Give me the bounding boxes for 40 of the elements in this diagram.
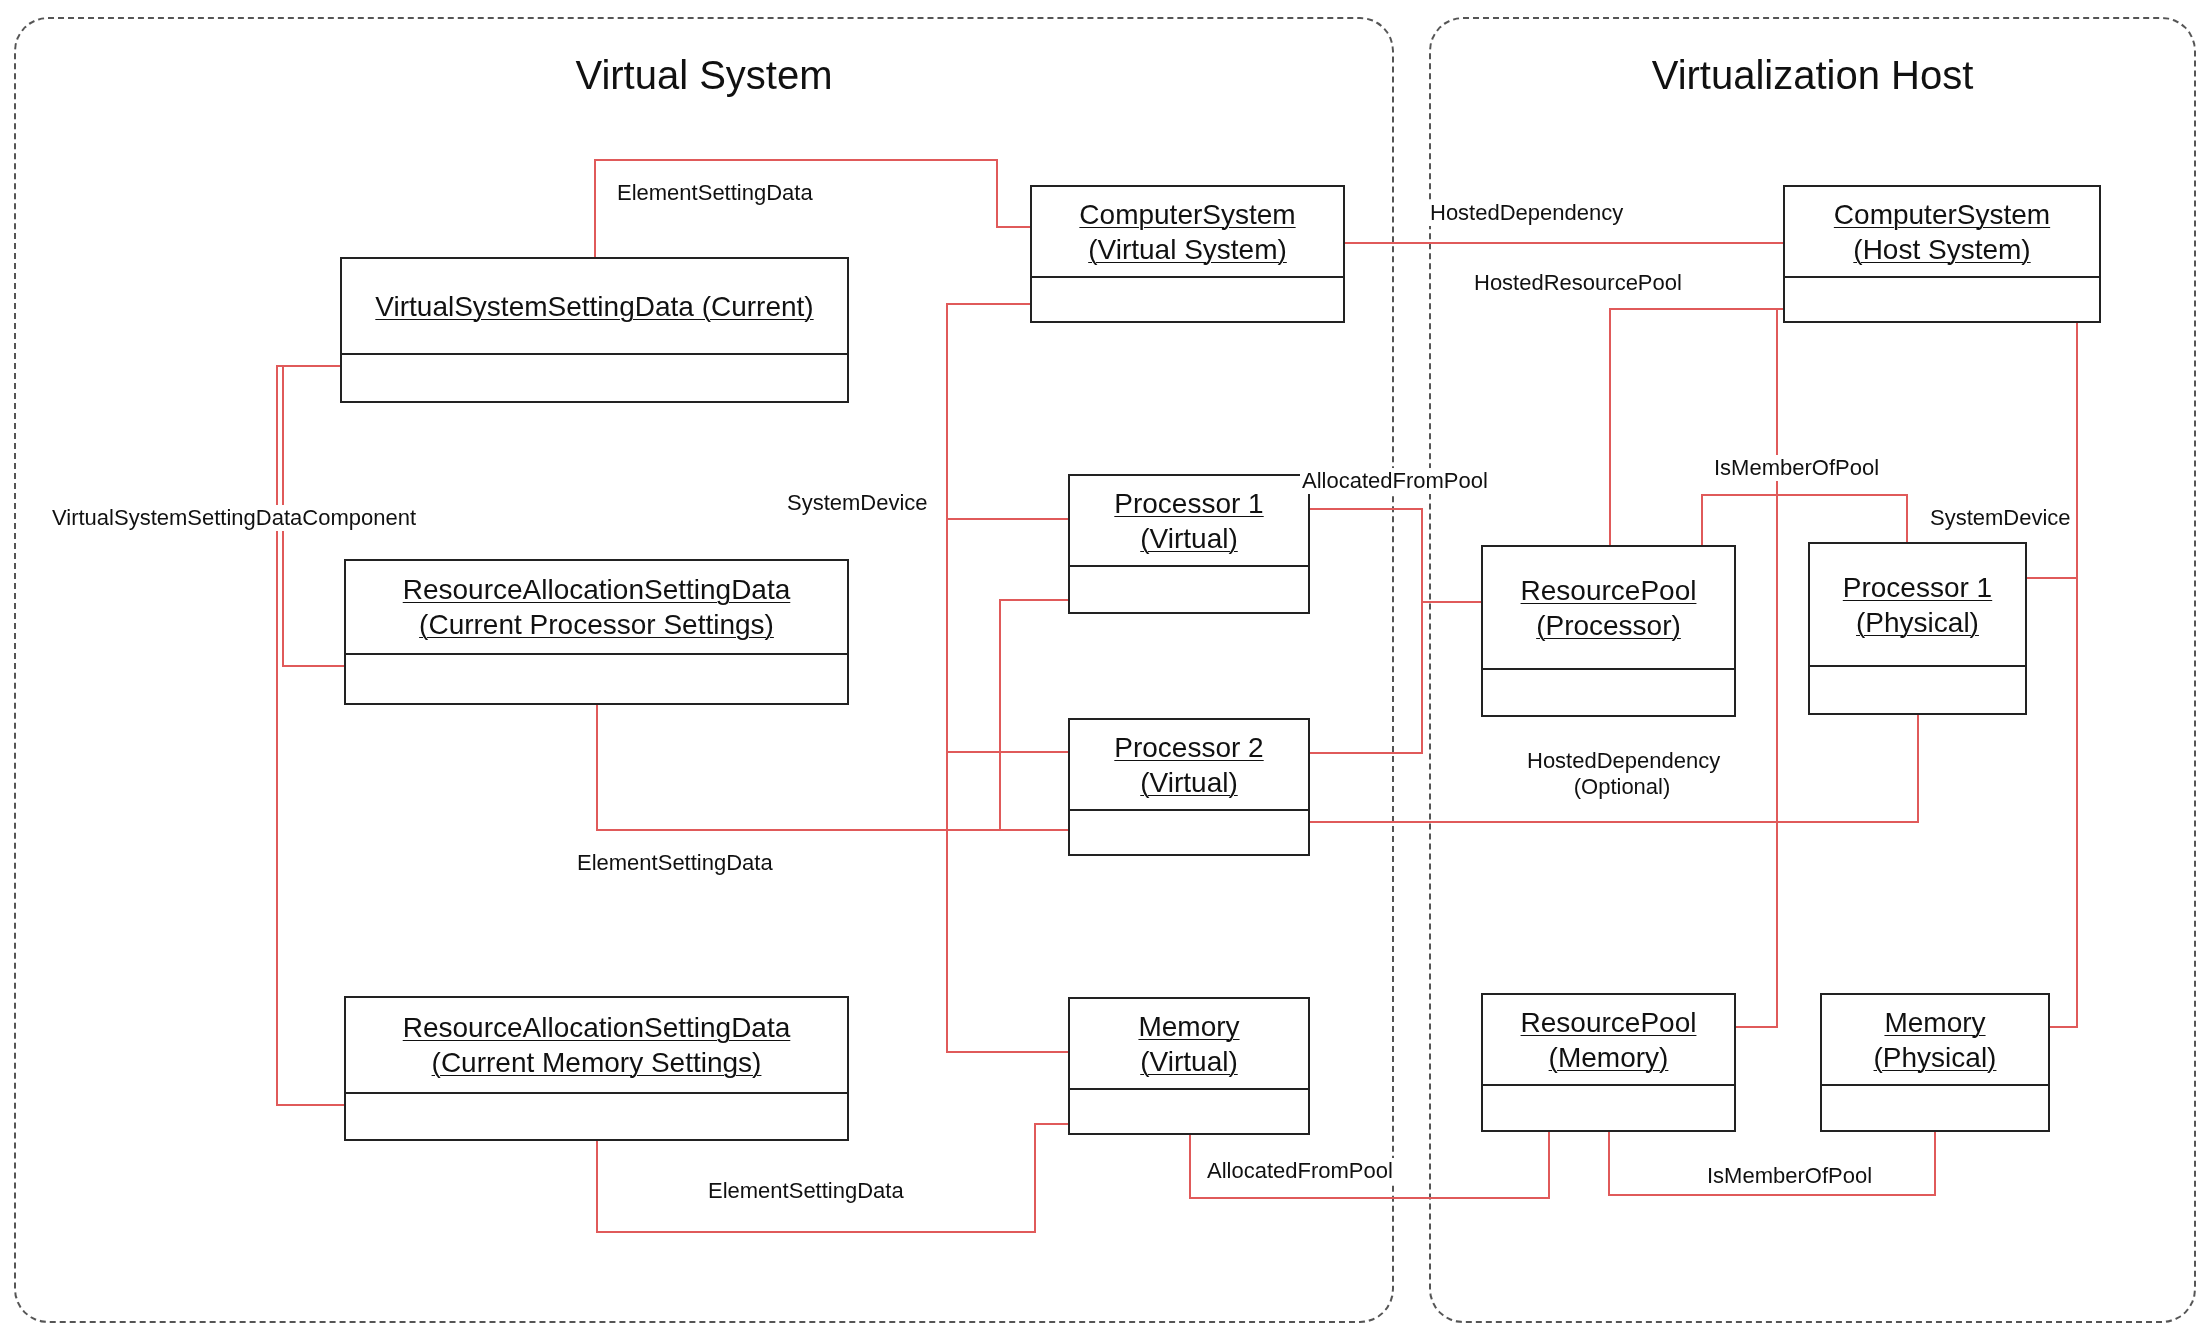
class-name: Memory (Virtual): [1137, 1009, 1241, 1079]
class-box: [1820, 993, 2050, 1132]
association-line: [596, 1123, 1069, 1233]
edge-label: AllocatedFromPool: [1205, 1158, 1395, 1185]
class-box: [1068, 718, 1310, 856]
region-title: Virtualization Host: [1651, 53, 1974, 98]
class-box: [340, 257, 849, 403]
association-line: [594, 159, 1031, 258]
edge-label: VirtualSystemSettingDataComponent: [50, 505, 418, 532]
class-name: ComputerSystem (Host System): [1832, 197, 2052, 267]
class-name: ResourcePool (Processor): [1519, 573, 1698, 643]
class-box: [344, 996, 849, 1141]
class-name: ResourceAllocationSettingData (Current Memory Settings): [401, 1011, 792, 1080]
association-line: [1309, 714, 1919, 823]
class-box: [344, 559, 849, 705]
association-line: [1701, 494, 1908, 546]
association-line: [1309, 601, 1482, 754]
class-box: [1068, 997, 1310, 1135]
association-line: [276, 365, 345, 1106]
association-line: [1189, 1131, 1550, 1199]
class-name: VirtualSystemSettingData (Current): [375, 289, 814, 324]
association-line: [282, 365, 345, 667]
edge-label: AllocatedFromPool: [1300, 468, 1490, 495]
edge-label: HostedDependency: [1428, 200, 1626, 227]
region-title: Virtual System: [575, 53, 833, 98]
class-box: [1030, 185, 1345, 323]
class-name: Processor 1 (Virtual): [1113, 486, 1265, 556]
class-name: Processor 2 (Virtual): [1113, 730, 1265, 800]
class-box: [1783, 185, 2101, 323]
class-name: ComputerSystem (Virtual System): [1078, 197, 1297, 267]
association-line: [946, 303, 1069, 1053]
class-box: [1481, 993, 1736, 1132]
class-name: ResourceAllocationSettingData (Current Processor Settings): [401, 573, 792, 642]
class-name: Processor 1 (Physical): [1841, 570, 1994, 640]
association-line: [1344, 242, 1784, 244]
class-box: [1808, 542, 2027, 715]
class-box: [1481, 545, 1736, 717]
class-name: Memory (Physical): [1872, 1005, 1998, 1075]
class-name: ResourcePool (Memory): [1519, 1005, 1698, 1075]
association-line: [1608, 1131, 1936, 1196]
